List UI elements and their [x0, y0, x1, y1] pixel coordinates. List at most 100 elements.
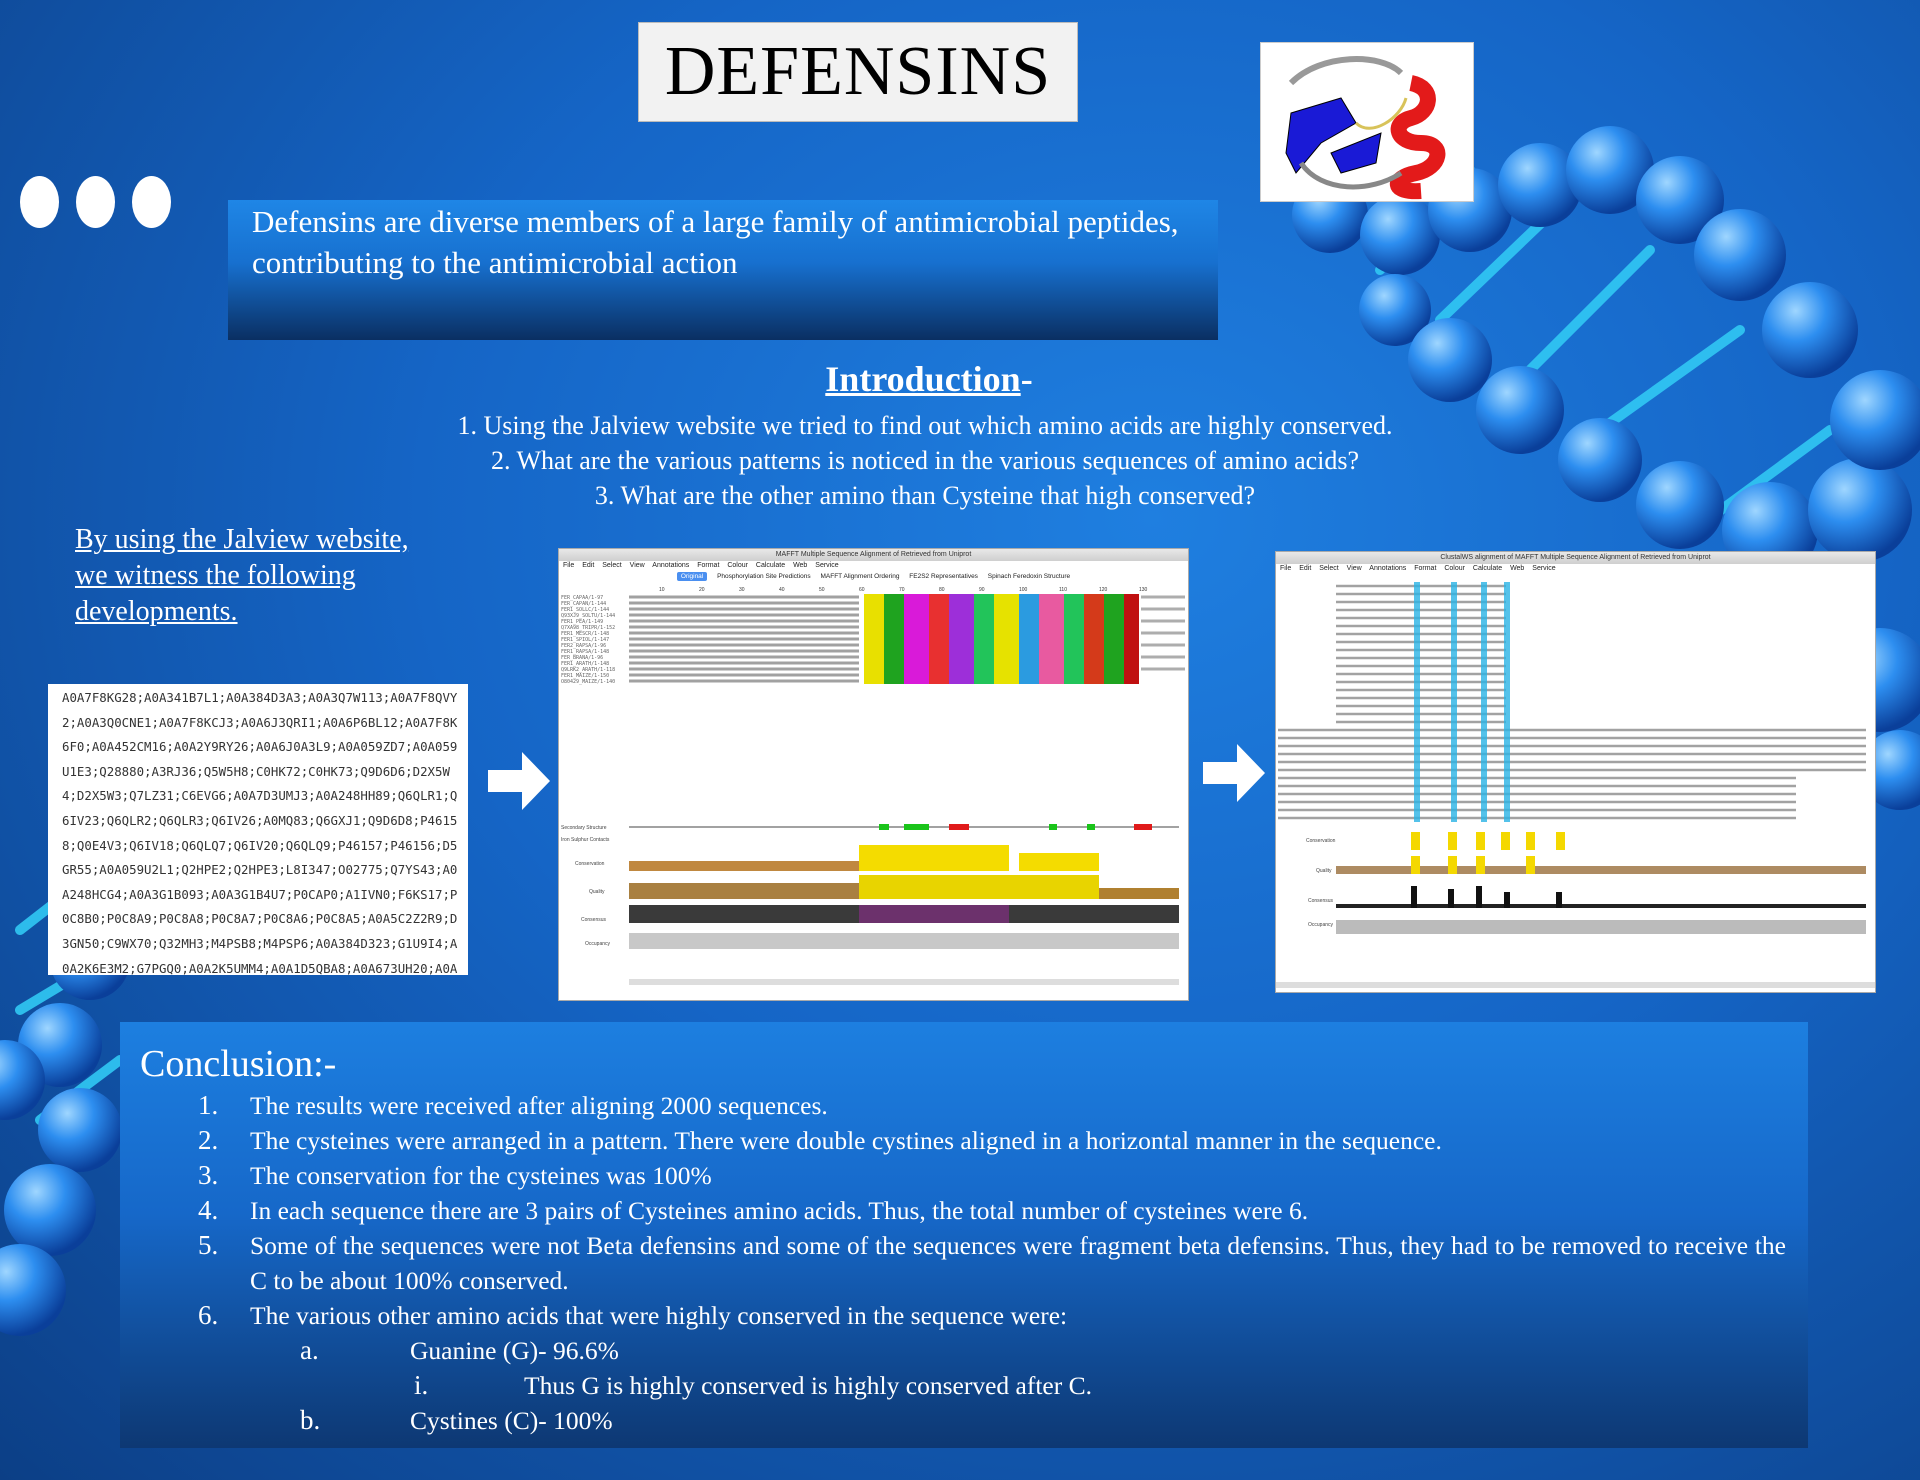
- ellipsis-dots: [20, 176, 171, 228]
- sequence-id-list: A0A7F8KG28;A0A341B7L1;A0A384D3A3;A0A3Q7W…: [48, 684, 468, 975]
- conclusion-box: Conclusion:- 1.The results were received…: [120, 1022, 1808, 1448]
- subitem-text: Guanine (G)- 96.6%: [410, 1336, 619, 1365]
- svg-text:Occupancy: Occupancy: [585, 941, 611, 947]
- item-number: 2.: [198, 1125, 219, 1155]
- menu-item[interactable]: File: [563, 562, 575, 569]
- introduction-heading: Introduction-: [0, 358, 1858, 400]
- dot-icon: [132, 176, 171, 228]
- conclusion-item: 1.The results were received after aligni…: [140, 1088, 1786, 1123]
- menu-item[interactable]: Calculate: [1472, 565, 1503, 572]
- svg-text:30: 30: [739, 587, 745, 593]
- svg-text:FER1_PEA/1-149: FER1_PEA/1-149: [561, 619, 603, 625]
- svg-text:Quality: Quality: [589, 889, 605, 895]
- svg-text:40: 40: [779, 587, 785, 593]
- svg-text:FER_CAPAA/1-97: FER_CAPAA/1-97: [561, 595, 603, 601]
- menu-item[interactable]: File: [1280, 565, 1292, 572]
- menu-bar: File Edit Select View Annotations Format…: [559, 561, 1188, 571]
- svg-text:Q9LRK2_ARATH/1-118: Q9LRK2_ARATH/1-118: [561, 667, 615, 673]
- right-arrow-icon: [1203, 744, 1265, 802]
- svg-text:FER1_SPIOL/1-147: FER1_SPIOL/1-147: [561, 637, 609, 643]
- svg-text:O80429_MAIZE/1-140: O80429_MAIZE/1-140: [561, 679, 615, 685]
- subsubitem-numeral: i.: [414, 1370, 429, 1400]
- svg-text:110: 110: [1059, 587, 1067, 593]
- jalview-screenshot-mafft: MAFFT Multiple Sequence Alignment of Ret…: [558, 548, 1189, 1001]
- tab[interactable]: Spinach Feredoxin Structure: [987, 573, 1071, 580]
- conclusion-subsubitem: i.Thus G is highly conserved is highly c…: [140, 1368, 1786, 1403]
- menu-item[interactable]: View: [629, 562, 645, 569]
- svg-text:Secondary Structure: Secondary Structure: [561, 825, 607, 831]
- menu-item[interactable]: Colour: [727, 562, 748, 569]
- menu-item[interactable]: Select: [602, 562, 622, 569]
- introduction-item: 3. What are the other amino than Cystein…: [594, 481, 1256, 510]
- introduction-heading-text: Introduction: [825, 359, 1021, 399]
- description-text: Defensins are diverse members of a large…: [252, 204, 1179, 280]
- introduction-list: 1. Using the Jalview website we tried to…: [0, 408, 1850, 513]
- conclusion-item: 4. In each sequence there are 3 pairs of …: [140, 1193, 1786, 1228]
- description-box: Defensins are diverse members of a large…: [228, 200, 1218, 340]
- conclusion-item: 2.The cysteines were arranged in a patte…: [140, 1123, 1786, 1158]
- svg-text:FER1_RAPSA/1-148: FER1_RAPSA/1-148: [561, 649, 609, 655]
- item-text: Some of the sequences were not Beta defe…: [250, 1231, 1786, 1295]
- svg-text:Occupancy: Occupancy: [1308, 922, 1334, 928]
- conclusion-heading: Conclusion:-: [140, 1043, 337, 1085]
- tab[interactable]: Phosphorylation Site Predictions: [717, 573, 811, 580]
- dot-icon: [20, 176, 59, 228]
- svg-text:FER1_MAIZE/1-150: FER1_MAIZE/1-150: [561, 673, 609, 679]
- svg-text:70: 70: [899, 587, 905, 593]
- menu-item[interactable]: Colour: [1444, 565, 1465, 572]
- menu-item[interactable]: Select: [1319, 565, 1339, 572]
- svg-text:Q93XJ9_SOLTU/1-144: Q93XJ9_SOLTU/1-144: [561, 613, 615, 619]
- menu-item[interactable]: Format: [1414, 565, 1437, 572]
- svg-text:Consensus: Consensus: [1308, 898, 1334, 904]
- menu-item[interactable]: Format: [697, 562, 720, 569]
- conclusion-item: 5. Some of the sequences were not Beta de…: [140, 1228, 1786, 1298]
- window-title: ClustalWS alignment of MAFFT Multiple Se…: [1276, 552, 1875, 564]
- svg-text:80: 80: [939, 587, 945, 593]
- svg-text:50: 50: [819, 587, 825, 593]
- menu-item[interactable]: Edit: [1299, 565, 1312, 572]
- svg-text:Conservation: Conservation: [575, 861, 605, 867]
- svg-text:60: 60: [859, 587, 865, 593]
- introduction-heading-suffix: -: [1020, 359, 1033, 399]
- svg-text:FER1_ARATH/1-148: FER1_ARATH/1-148: [561, 661, 609, 667]
- svg-text:100: 100: [1019, 587, 1028, 593]
- svg-text:FER1_MESCR/1-148: FER1_MESCR/1-148: [561, 631, 609, 637]
- tab[interactable]: MAFFT Alignment Ordering: [820, 573, 900, 580]
- conclusion-item: 3. The conservation for the cysteines was…: [140, 1158, 1786, 1193]
- item-text: The conservation for the cysteines was 1…: [250, 1161, 712, 1190]
- subitem-letter: b.: [300, 1405, 321, 1435]
- item-number: 3.: [198, 1160, 219, 1190]
- menu-item[interactable]: Edit: [582, 562, 595, 569]
- svg-text:Consensus: Consensus: [581, 917, 607, 923]
- svg-text:FER1_SOLLC/1-144: FER1_SOLLC/1-144: [561, 607, 609, 613]
- svg-text:10: 10: [659, 587, 665, 593]
- jalview-screenshot-clustal: ClustalWS alignment of MAFFT Multiple Se…: [1275, 551, 1876, 993]
- menu-item[interactable]: Web Service: [1510, 565, 1556, 572]
- subitem-letter: a.: [300, 1335, 319, 1365]
- introduction-item: 1. Using the Jalview website we tried to…: [457, 411, 1393, 440]
- jalview-note: By using the Jalview website, we witness…: [75, 522, 409, 630]
- menu-item[interactable]: Web Service: [793, 562, 839, 569]
- tab-original[interactable]: Original: [676, 572, 708, 581]
- window-title: MAFFT Multiple Sequence Alignment of Ret…: [559, 549, 1188, 561]
- svg-text:120: 120: [1099, 587, 1108, 593]
- menu-item[interactable]: Annotations: [652, 562, 690, 569]
- svg-text:Quality: Quality: [1316, 868, 1332, 874]
- svg-text:20: 20: [699, 587, 705, 593]
- item-number: 6.: [198, 1300, 219, 1330]
- tab-bar: Original Phosphorylation Site Prediction…: [559, 571, 1188, 583]
- menu-item[interactable]: Annotations: [1369, 565, 1407, 572]
- svg-text:Iron Sulphur Contacts: Iron Sulphur Contacts: [561, 837, 610, 843]
- svg-text:FER_CAPAN/1-144: FER_CAPAN/1-144: [561, 601, 606, 607]
- alignment-view: FER_CAPAA/1-97FER_CAPAN/1-144FER1_SOLLC/…: [561, 587, 1185, 985]
- item-number: 1.: [198, 1090, 219, 1120]
- menu-item[interactable]: Calculate: [755, 562, 786, 569]
- item-number: 4.: [198, 1195, 219, 1225]
- conclusion-subitem: b.Cystines (C)- 100%: [140, 1403, 1786, 1438]
- conclusion-subitem: a. Guanine (G)- 96.6%: [140, 1333, 1786, 1368]
- jalview-note-line: we witness the following: [75, 560, 356, 591]
- item-number: 5.: [198, 1230, 219, 1260]
- tab[interactable]: FE2S2 Representatives: [909, 573, 978, 580]
- menu-item[interactable]: View: [1346, 565, 1362, 572]
- item-text: In each sequence there are 3 pairs of Cy…: [250, 1196, 1309, 1225]
